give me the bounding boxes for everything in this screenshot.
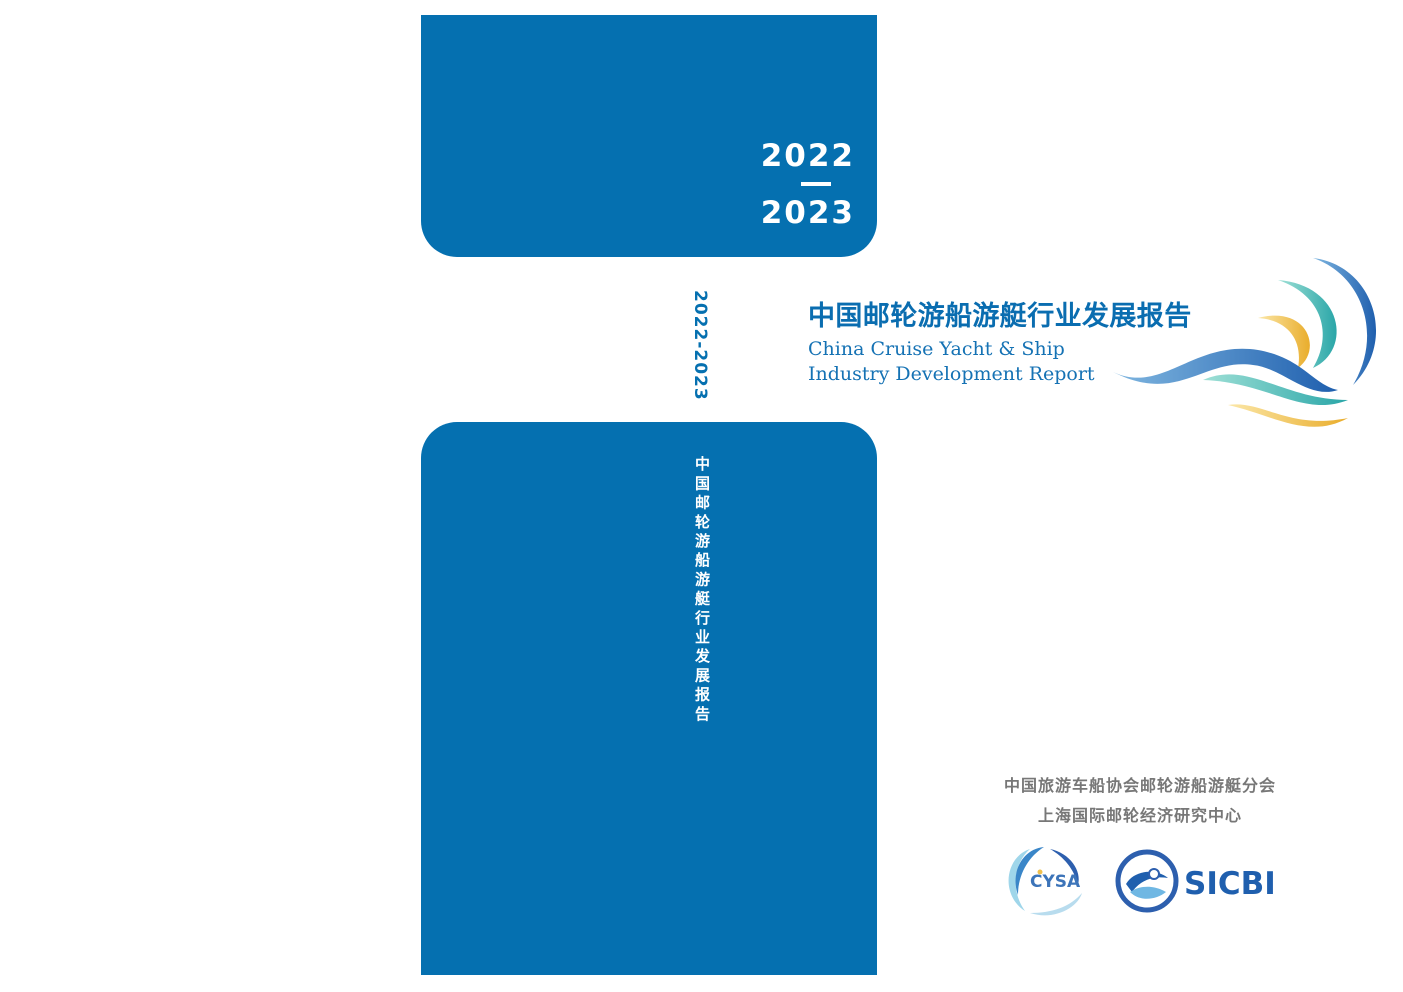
report-title-cn: 中国邮轮游船游艇行业发展报告: [808, 301, 1192, 332]
report-title-en-line1: China Cruise Yacht & Ship: [808, 338, 1065, 360]
cysa-logo-text: CYSA: [1030, 872, 1081, 892]
year-start: 2022: [760, 138, 855, 174]
sicbi-logo-icon: SICBI: [1115, 849, 1276, 913]
year-end: 2023: [760, 195, 855, 231]
spine-title-vertical: 中国邮轮游船游艇行业发展报告: [693, 456, 711, 725]
cysa-logo-icon: CYSA: [1008, 847, 1082, 916]
report-title-en-line2: Industry Development Report: [808, 363, 1095, 385]
spine-bottom-panel: [421, 422, 877, 975]
wave-logo-icon: [1113, 258, 1377, 427]
publisher-line2: 上海国际邮轮经济研究中心: [1037, 806, 1242, 825]
spine-years-vertical: 2022-2023: [690, 290, 710, 401]
spine-top-panel: 2022 2023: [421, 15, 877, 257]
year-dash: [801, 182, 831, 186]
publisher-line1: 中国旅游车船协会邮轮游船游艇分会: [1003, 776, 1276, 795]
sicbi-logo-text: SICBI: [1184, 866, 1276, 902]
